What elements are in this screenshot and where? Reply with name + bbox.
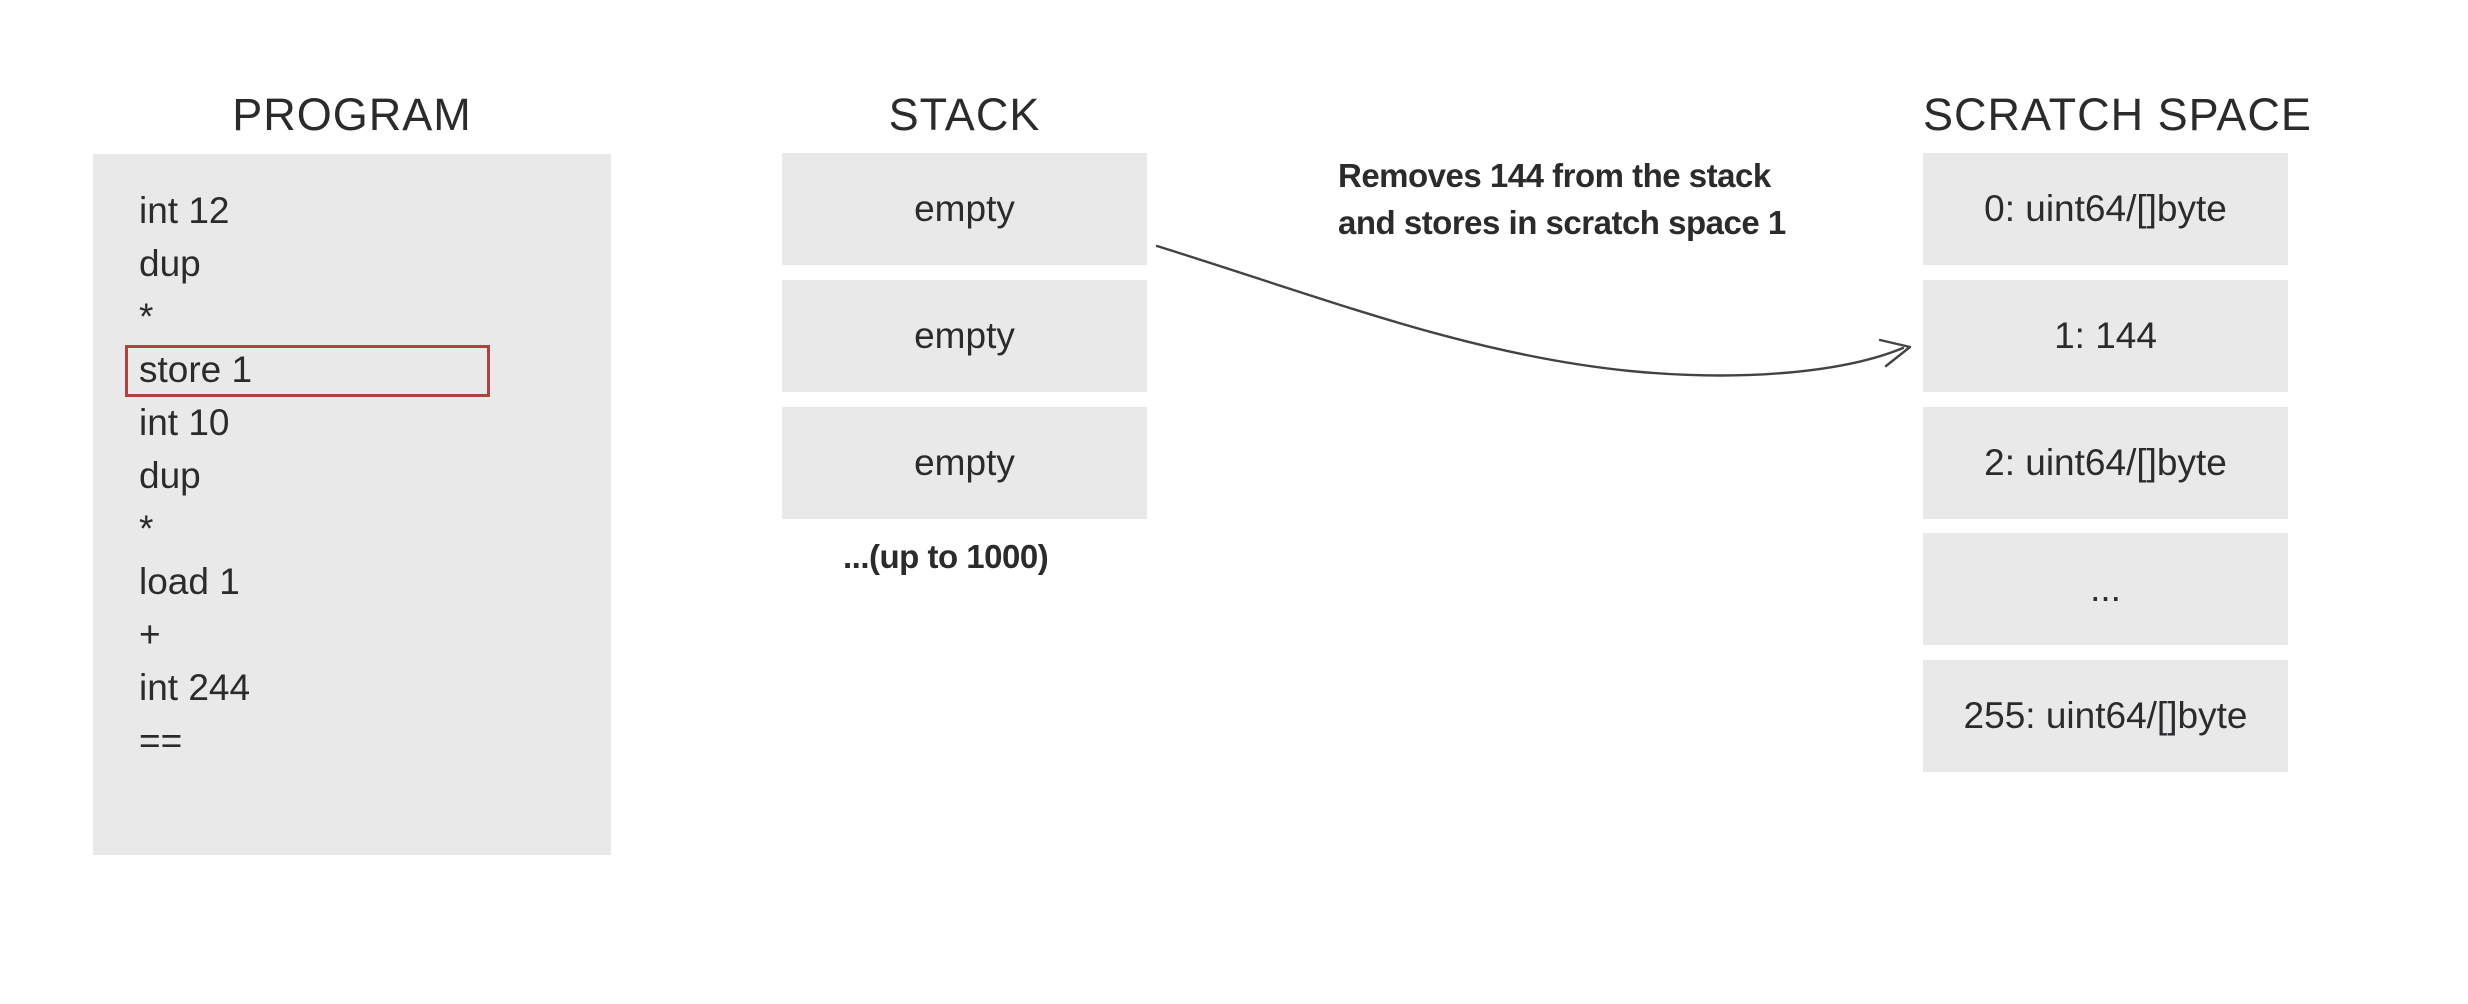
scratch-slot: 255: uint64/[]byte — [1923, 660, 2288, 772]
program-line: int 10 — [139, 402, 230, 443]
program-line: int 12 — [139, 190, 230, 231]
scratch-slot: 0: uint64/[]byte — [1923, 153, 2288, 265]
stack-slot: empty — [782, 280, 1147, 392]
scratch-slot: 2: uint64/[]byte — [1923, 407, 2288, 519]
scratch-slot-target: 1: 144 — [1923, 280, 2288, 392]
current-instruction-highlight-box — [125, 345, 490, 397]
program-line: int 244 — [139, 667, 251, 708]
program-line: + — [139, 614, 161, 655]
program-line: dup — [139, 243, 201, 284]
program-line: == — [139, 720, 183, 761]
scratch-slot-ellipsis: ... — [1923, 533, 2288, 645]
program-box: int 12 dup * store 1 int 10 dup * load 1… — [93, 154, 611, 855]
stack-capacity-caption: ...(up to 1000) — [843, 538, 1049, 575]
scratch-space-title: SCRATCH SPACE — [1923, 89, 2312, 140]
stack-slot: empty — [782, 153, 1147, 265]
program-line-highlighted: store 1 — [139, 349, 253, 390]
annotation-line: Removes 144 from the stack — [1338, 157, 1771, 194]
stack-slot: empty — [782, 407, 1147, 519]
program-line: load 1 — [139, 561, 240, 602]
annotation-text: Removes 144 from the stack and stores in… — [1338, 152, 1786, 246]
program-line: dup — [139, 455, 201, 496]
annotation-line: and stores in scratch space 1 — [1338, 204, 1786, 241]
stack-title: STACK — [888, 89, 1041, 140]
program-line: * — [139, 296, 154, 337]
program-line: * — [139, 508, 154, 549]
program-title: PROGRAM — [232, 89, 472, 140]
